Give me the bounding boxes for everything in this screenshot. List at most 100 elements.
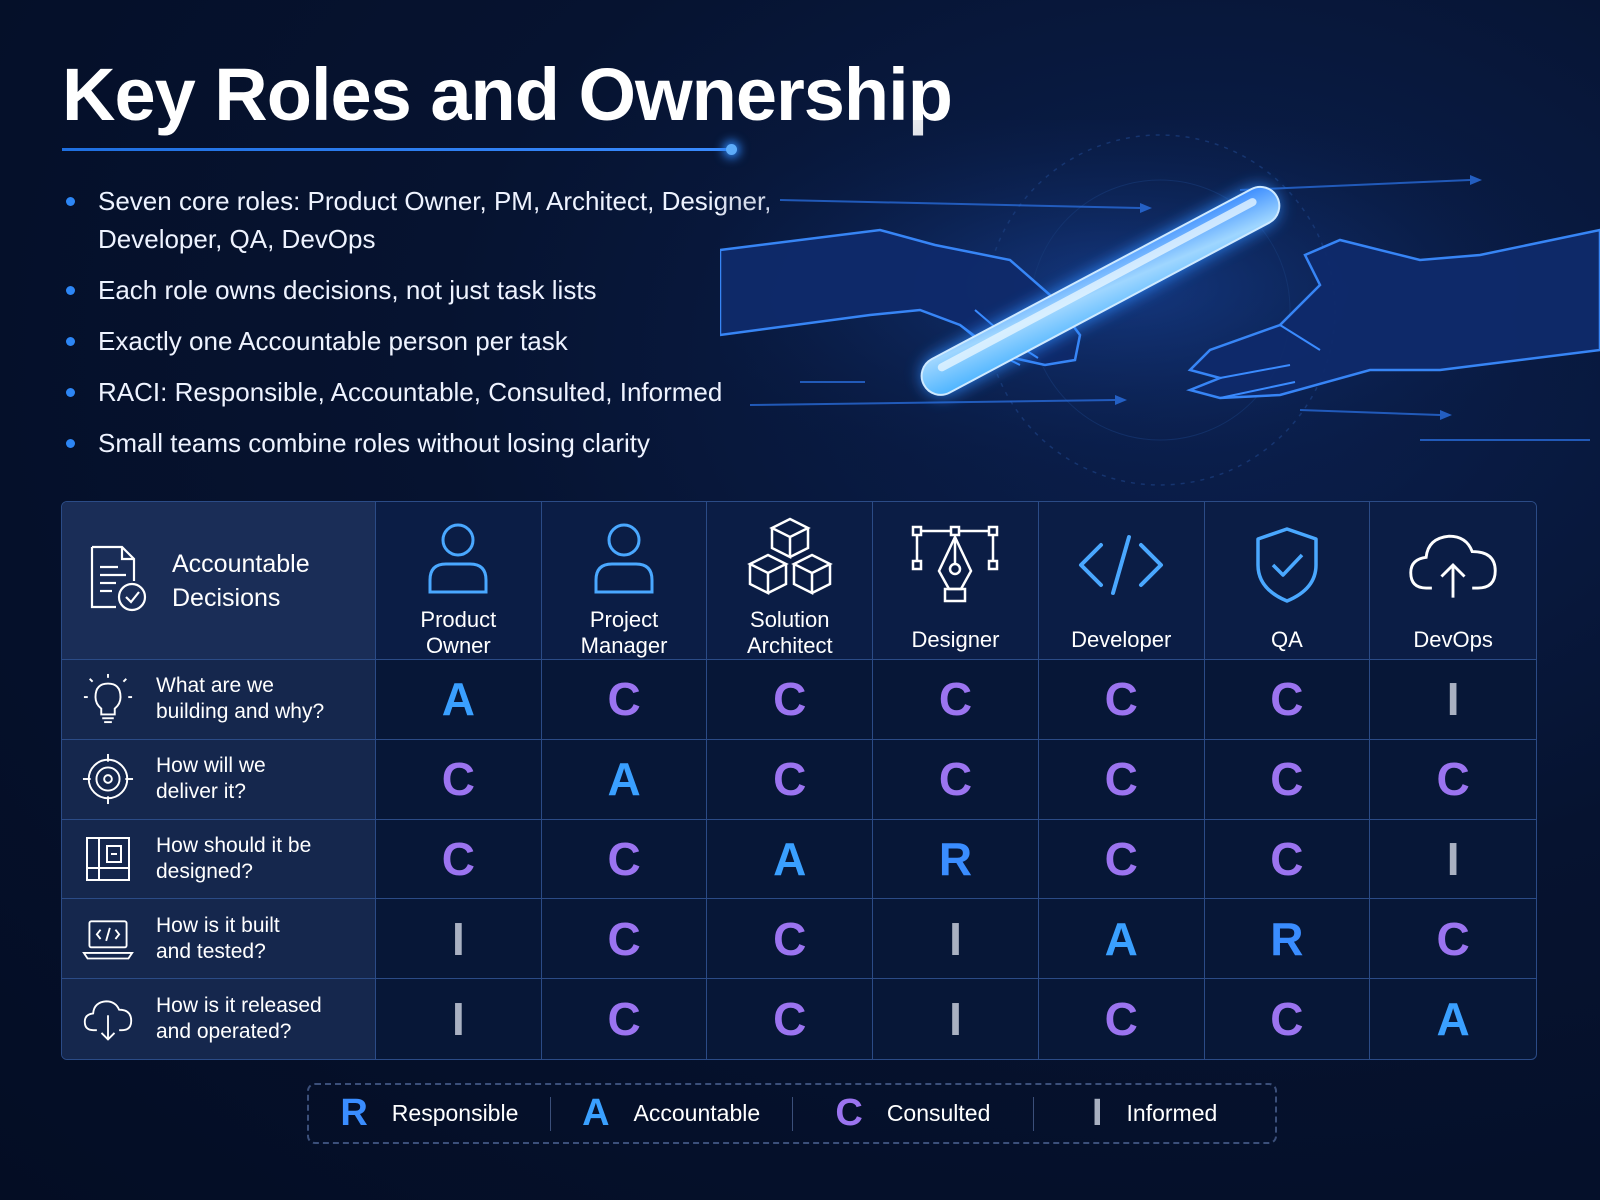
role-header: Developer: [1038, 502, 1205, 660]
raci-letter-C: C: [938, 753, 973, 806]
bullet-dot: [66, 388, 75, 397]
bullet-item: Exactly one Accountable person per task: [62, 322, 822, 360]
raci-cell: C: [873, 739, 1039, 820]
raci-letter-C: C: [1270, 673, 1304, 726]
raci-cell: R: [873, 819, 1039, 900]
raci-cell: C: [541, 819, 708, 900]
raci-letter-C: C: [1104, 832, 1138, 885]
lightbulb-icon: [82, 673, 134, 725]
raci-letter-R: R: [938, 832, 973, 885]
role-name: Developer: [1051, 627, 1191, 653]
role-name-line: Project: [589, 607, 659, 632]
legend-letter-A: A: [582, 1092, 610, 1134]
bullet-text: Exactly one Accountable person per task: [98, 326, 568, 356]
raci-cell: C: [1038, 739, 1205, 820]
raci-letter-I: I: [451, 912, 465, 965]
raci-letter-A: A: [1104, 912, 1138, 965]
raci-letter-I: I: [949, 993, 962, 1046]
raci-letter-C: C: [607, 912, 641, 965]
role-name-line: Architect: [746, 633, 833, 658]
raci-letter-C: C: [607, 832, 641, 885]
raci-letter-C: C: [1270, 753, 1304, 806]
legend-letter-C: C: [835, 1092, 863, 1134]
raci-cell: C: [1039, 979, 1205, 1059]
raci-letter-C: C: [1104, 753, 1138, 806]
raci-letter-C: C: [1270, 993, 1304, 1046]
bullet-text: RACI: Responsible, Accountable, Consulte…: [98, 377, 723, 407]
role-header: Designer: [873, 502, 1039, 660]
blueprint-icon: [82, 833, 134, 885]
code-icon: [1073, 517, 1169, 613]
role-name-line: Developer: [1071, 626, 1172, 652]
raci-letter-C: C: [1104, 673, 1138, 726]
raci-cell: I: [1370, 820, 1536, 900]
raci-cell: C: [1370, 740, 1536, 820]
legend-letter-R: R: [340, 1092, 368, 1134]
legend-divider: [549, 1096, 551, 1131]
raci-letter-C: C: [1104, 993, 1138, 1046]
role-header: QA: [1204, 502, 1371, 660]
raci-cell: C: [1204, 660, 1371, 740]
raci-cell: C: [376, 739, 542, 820]
raci-cell: I: [376, 899, 542, 980]
bullet-item: RACI: Responsible, Accountable, Consulte…: [62, 373, 822, 411]
raci-letter-I: I: [1446, 832, 1460, 885]
decision-question-line: How will we: [156, 754, 266, 778]
cloud-download-icon: [82, 993, 134, 1045]
target-icon: [82, 753, 134, 805]
bullet-dot: [66, 337, 75, 346]
raci-letter-C: C: [1436, 753, 1470, 806]
decision-question-line: and tested?: [156, 939, 266, 963]
document-check-icon: [86, 543, 150, 618]
raci-cell: C: [376, 819, 542, 900]
bullet-dot: [66, 439, 75, 448]
raci-cell: I: [376, 979, 542, 1059]
raci-letter-C: C: [773, 753, 807, 806]
title-underline: [62, 148, 734, 151]
raci-cell: C: [1205, 979, 1371, 1059]
raci-letter-C: C: [938, 673, 973, 726]
decision-question-line: designed?: [156, 859, 253, 883]
decision-question-line: How is it built: [156, 913, 280, 937]
matrix-corner: Accountable Decisions: [62, 502, 376, 660]
raci-letter-C: C: [773, 993, 807, 1046]
raci-cell: A: [707, 819, 874, 900]
raci-cell: C: [1038, 819, 1205, 900]
role-name-line: QA: [1271, 626, 1303, 652]
laptop-code-icon: [82, 913, 134, 965]
raci-letter-C: C: [607, 673, 641, 726]
raci-cell: C: [542, 979, 708, 1059]
person-icon: [410, 510, 506, 605]
shield-check-icon: [1239, 517, 1335, 613]
bullet-dot: [66, 197, 75, 206]
legend-divider: [1033, 1096, 1035, 1131]
legend-label: Accountable: [633, 1100, 761, 1126]
raci-letter-I: I: [949, 912, 962, 965]
bullet-dot: [66, 286, 75, 295]
baton-handoff-illustration: [720, 120, 1600, 490]
raci-cell: C: [707, 660, 874, 740]
raci-letter-I: I: [451, 993, 465, 1046]
raci-cell: A: [376, 660, 542, 740]
pen-tool-icon: [907, 517, 1003, 613]
bullet-text: Each role owns decisions, not just task …: [98, 275, 597, 305]
role-name: DevOps: [1383, 627, 1523, 653]
raci-cell: I: [1370, 660, 1536, 740]
raci-cell: I: [873, 899, 1039, 980]
role-name-line: Solution: [750, 607, 830, 632]
raci-cell: C: [1204, 819, 1371, 900]
raci-letter-C: C: [607, 993, 641, 1046]
decision-question-line: How is it released: [156, 994, 322, 1018]
raci-letter-C: C: [1270, 832, 1304, 885]
legend-letter-I: I: [1091, 1092, 1103, 1134]
